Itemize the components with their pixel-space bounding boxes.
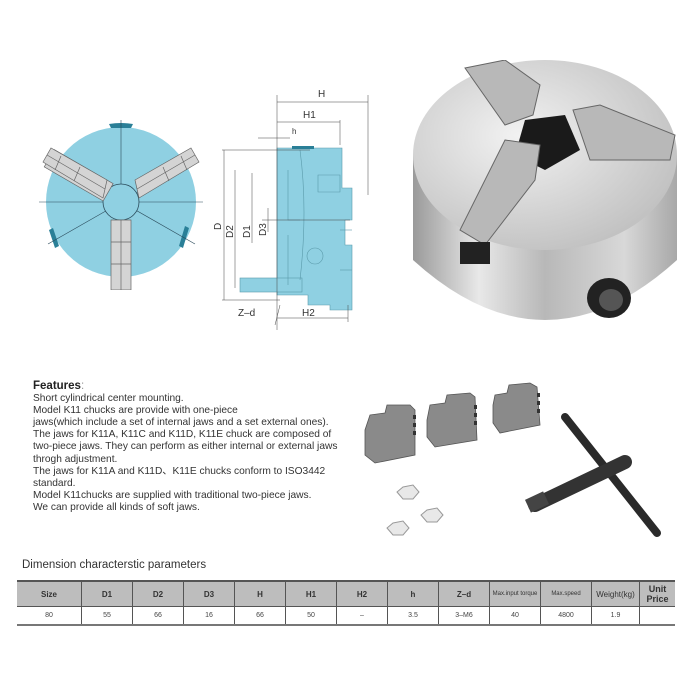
dimension-table: Size D1 D2 D3 H H1 H2 h Z–d Max.input to… xyxy=(17,580,675,626)
header-h1: H1 xyxy=(285,580,337,607)
header-h2: H2 xyxy=(336,580,388,607)
cell-h: 66 xyxy=(234,606,286,626)
header-h: H xyxy=(234,580,286,607)
feature-line: two-piece jaws. They can perform as eith… xyxy=(33,441,338,453)
header-d3: D3 xyxy=(183,580,235,607)
accessories-photo xyxy=(355,375,680,545)
feature-line: The jaws for K11A and K11D、K11E chucks c… xyxy=(33,465,326,477)
cell-unit-price xyxy=(639,606,675,626)
header-h-small: h xyxy=(387,580,439,607)
cell-d1: 55 xyxy=(81,606,133,626)
dim-label-h: h xyxy=(292,127,296,136)
header-max-input-torque: Max.input torque xyxy=(489,580,541,607)
cell-h2: – xyxy=(336,606,388,626)
cell-weight: 1.9 xyxy=(591,606,640,626)
cell-h-small: 3.5 xyxy=(387,606,439,626)
feature-line: Short cylindrical center mounting. xyxy=(33,393,184,405)
feature-line: throgh adjustment. xyxy=(33,453,118,465)
features-title: Features: xyxy=(33,380,85,392)
table-row: 80 55 66 16 66 50 – 3.5 3–M6 40 4800 1.9 xyxy=(17,606,675,626)
header-size: Size xyxy=(17,580,82,607)
dim-label-H: H xyxy=(318,89,325,100)
feature-line: jaws(which include a set of internal jaw… xyxy=(33,417,329,429)
dimension-table-title: Dimension characterstic parameters xyxy=(22,559,207,571)
chuck-front-view-diagram xyxy=(33,120,203,291)
header-unit-price: Unit Price xyxy=(639,580,675,607)
dim-label-H1: H1 xyxy=(303,110,316,121)
feature-line: The jaws for K11A, K11C and K11D, K11E c… xyxy=(33,429,332,441)
cell-max-speed: 4800 xyxy=(540,606,592,626)
header-max-speed: Max.speed xyxy=(540,580,592,607)
header-d1: D1 xyxy=(81,580,133,607)
feature-line: Model K11chucks are supplied with tradit… xyxy=(33,489,312,501)
cell-h1: 50 xyxy=(285,606,337,626)
chuck-side-view-diagram: H H1 h D D2 D1 D3 Z–d H2 xyxy=(200,80,380,330)
features-section: Features: Short cylindrical center mount… xyxy=(33,380,373,514)
cell-z-d: 3–M6 xyxy=(438,606,490,626)
feature-line: We can provide all kinds of soft jaws. xyxy=(33,501,200,513)
dim-label-D3: D3 xyxy=(258,223,269,236)
table-header-row: Size D1 D2 D3 H H1 H2 h Z–d Max.input to… xyxy=(17,580,675,607)
header-z-d: Z–d xyxy=(438,580,490,607)
dim-label-D1: D1 xyxy=(242,225,253,238)
cell-d3: 16 xyxy=(183,606,235,626)
cell-size: 80 xyxy=(17,606,82,626)
cell-max-input-torque: 40 xyxy=(489,606,541,626)
chuck-product-photo xyxy=(405,59,690,350)
feature-line: Model K11 chucks are provide with one-pi… xyxy=(33,405,238,417)
feature-line: standard. xyxy=(33,477,76,489)
dim-label-Zd: Z–d xyxy=(238,308,255,319)
dim-label-D: D xyxy=(213,223,224,230)
header-weight: Weight(kg) xyxy=(591,580,640,607)
dim-label-H2: H2 xyxy=(302,308,315,319)
cell-d2: 66 xyxy=(132,606,184,626)
header-d2: D2 xyxy=(132,580,184,607)
dim-label-D2: D2 xyxy=(225,225,236,238)
